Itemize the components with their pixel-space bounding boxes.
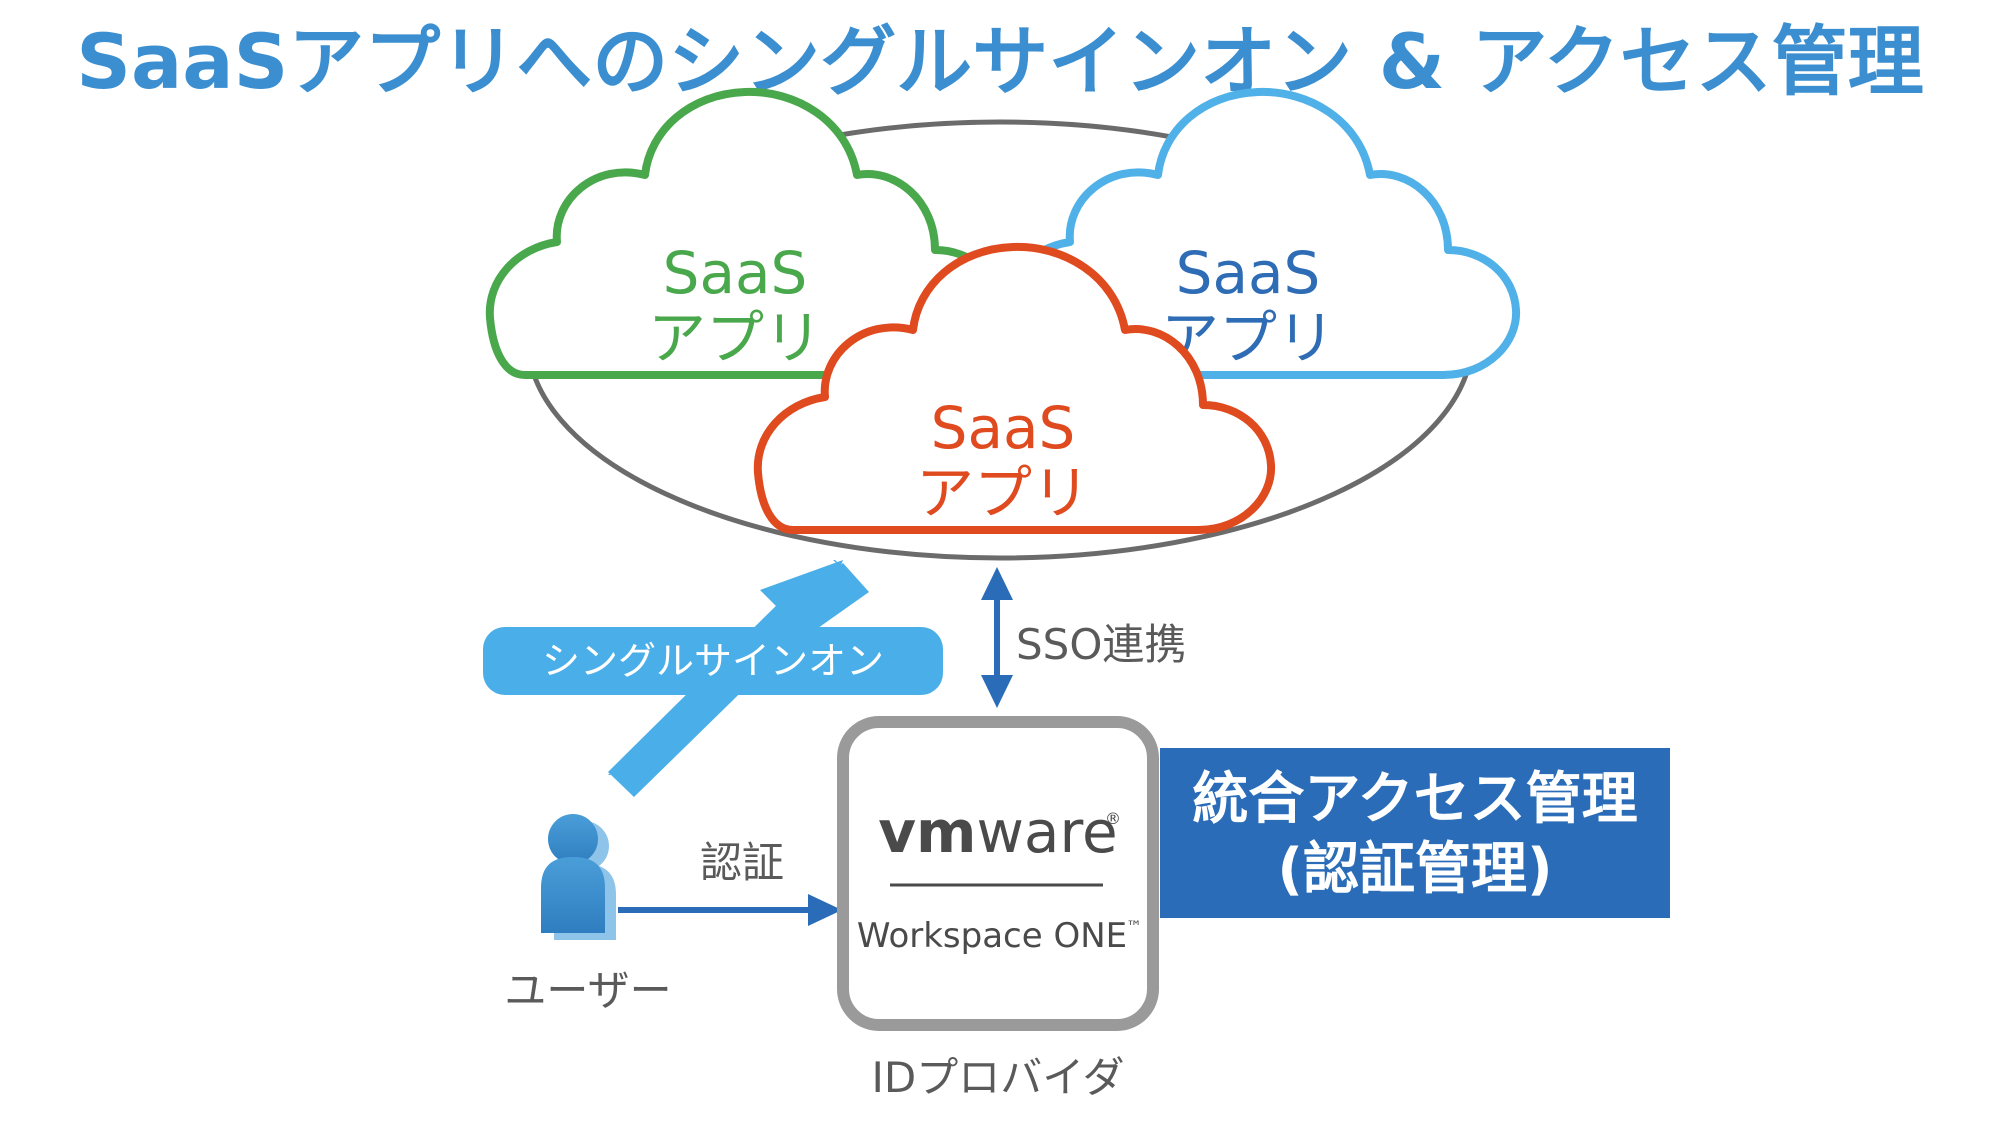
access-management-line1: 統合アクセス管理 [1192,767,1637,832]
auth-arrow-head [808,894,842,926]
access-management-line2: (認証管理) [1277,837,1552,902]
registered-mark: ® [1105,809,1121,828]
auth-label: 認証 [700,838,784,887]
user-label: ユーザー [504,966,671,1015]
vmware-logo: vmware [878,798,1117,866]
sso-link-label: SSO連携 [1016,620,1186,669]
vmware-logo-vm: vm [878,798,976,866]
idp-label: IDプロバイダ [871,1053,1124,1102]
vmware-logo-ware: ware [977,798,1118,866]
sso-link-arrow-down [981,675,1013,708]
saas-cloud-red: SaaS アプリ [758,247,1271,530]
user-icon [541,814,616,940]
page-title: SaaSアプリへのシングルサインオン & アクセス管理 [76,17,1923,106]
idp-box [837,716,1159,1031]
sso-link-arrow-up [981,567,1013,600]
cloud-label-line2: アプリ [916,459,1090,527]
saas-cloud-green: SaaS アプリ [490,92,1003,375]
trademark-mark: ™ [1126,917,1142,936]
cloud-label-line2: アプリ [648,304,822,372]
sso-diagonal-arrow-head [760,560,843,642]
access-management-box [1160,748,1670,918]
sso-pill [483,627,943,695]
cloud-label-line1: SaaS [931,394,1076,462]
workspace-one-label: Workspace ONE [857,916,1127,956]
cloud-label-line1: SaaS [663,239,808,307]
sso-pill-label: シングルサインオン [542,639,884,683]
cloud-label-line1: SaaS [1176,239,1321,307]
